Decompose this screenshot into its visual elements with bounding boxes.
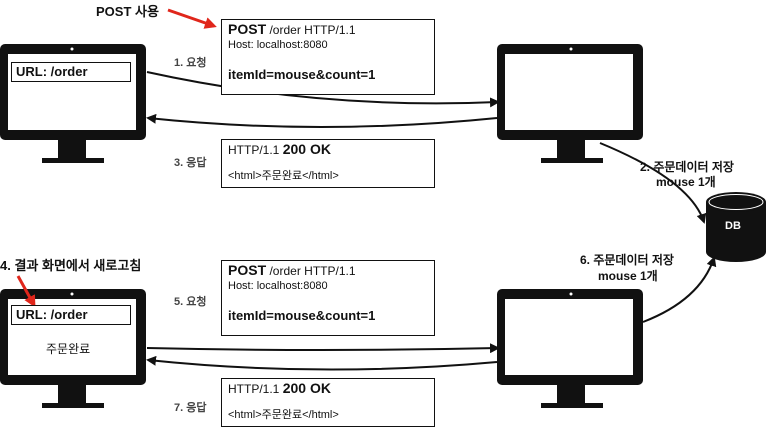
request-line-1: POST /order HTTP/1.1 (228, 22, 428, 38)
response-status-3: 200 OK (282, 141, 331, 157)
response-body-7: <html>주문완료</html> (228, 409, 339, 421)
step-6-label-line1: 6. 주문데이터 저장 (580, 253, 674, 267)
response-body-3: <html>주문완료</html> (228, 170, 339, 182)
response-status-line-3: HTTP/1.1 200 OK (228, 142, 428, 158)
order-complete-text: 주문완료 (46, 342, 91, 356)
step-5-label: 5. 요청 (174, 296, 207, 308)
db-label: DB (725, 220, 741, 232)
request-method-1: POST (228, 21, 267, 37)
db-arrow-2 (599, 142, 707, 224)
address-bar-bottom[interactable]: URL: /order (11, 305, 131, 325)
step-6-label-line2: mouse 1개 (598, 269, 658, 283)
step-3-label: 3. 응답 (174, 157, 207, 169)
response-arrow-7 (146, 355, 498, 371)
request-line-5: POST /order HTTP/1.1 (228, 263, 428, 279)
request-arrow-5 (146, 343, 500, 354)
refresh-annotation: 4. 결과 화면에서 새로고침 (0, 258, 142, 273)
post-usage-arrow (167, 8, 217, 29)
step-2-label-line1: 2. 주문데이터 저장 (640, 160, 734, 174)
http-request-box-5: POST /order HTTP/1.1 Host: localhost:808… (221, 260, 435, 336)
step-2-label-line2: mouse 1개 (656, 175, 716, 189)
response-arrow-3 (146, 113, 498, 128)
refresh-arrow (16, 275, 36, 308)
response-status-7: 200 OK (282, 380, 331, 396)
step-7-label: 7. 응답 (174, 402, 207, 414)
http-request-box-1: POST /order HTTP/1.1 Host: localhost:808… (221, 19, 435, 95)
request-host-5: Host: localhost:8080 (228, 280, 328, 292)
request-path-5: /order HTTP/1.1 (269, 264, 356, 278)
db-cylinder (706, 192, 766, 262)
db-arrow-6 (642, 256, 717, 323)
response-version-7: HTTP/1.1 (228, 382, 280, 396)
http-response-box-3: HTTP/1.1 200 OK <html>주문완료</html> (221, 139, 435, 188)
address-bar-top[interactable]: URL: /order (11, 62, 131, 82)
request-arrow-1 (146, 71, 500, 108)
request-body-1: itemId=mouse&count=1 (228, 67, 376, 82)
request-host-1: Host: localhost:8080 (228, 39, 328, 51)
response-version-3: HTTP/1.1 (228, 143, 280, 157)
http-response-box-7: HTTP/1.1 200 OK <html>주문완료</html> (221, 378, 435, 427)
request-path-1: /order HTTP/1.1 (269, 23, 356, 37)
request-method-5: POST (228, 262, 267, 278)
response-status-line-7: HTTP/1.1 200 OK (228, 381, 428, 397)
step-1-label: 1. 요청 (174, 57, 207, 69)
post-usage-annotation: POST 사용 (96, 4, 159, 19)
request-body-5: itemId=mouse&count=1 (228, 308, 376, 323)
right-monitor-bottom (497, 289, 643, 408)
right-monitor-top (497, 44, 643, 163)
